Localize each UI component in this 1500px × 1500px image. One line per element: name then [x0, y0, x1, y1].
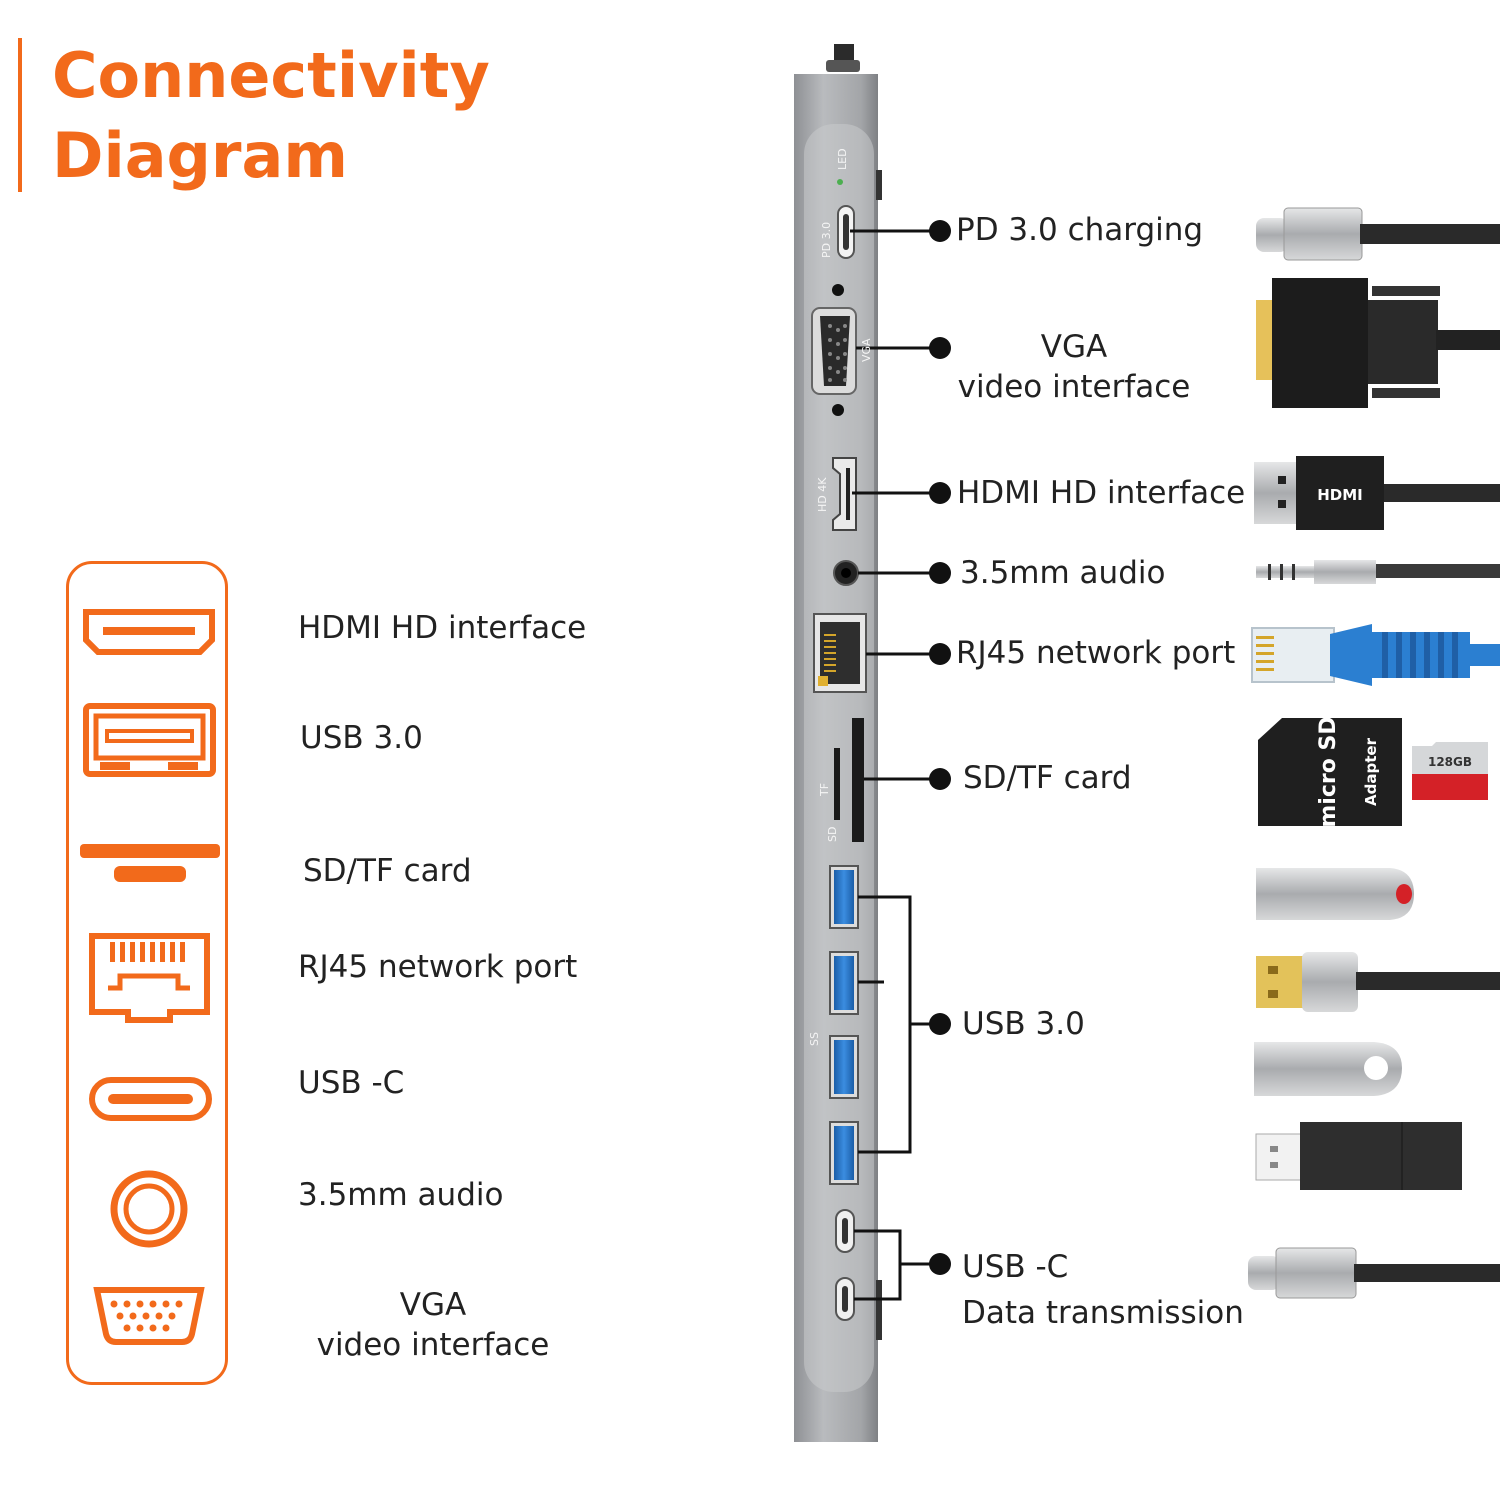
microsd-card-icon: 128GB	[1412, 742, 1488, 800]
usb-c-data-cable-icon	[1248, 1247, 1500, 1299]
hub-marking-tf: TF	[818, 782, 831, 796]
title-line-2: Diagram	[52, 119, 348, 192]
microsd-card-text: 128GB	[1428, 755, 1472, 769]
port-label-sdtf: SD/TF card	[963, 760, 1132, 796]
title-accent-bar	[18, 38, 22, 192]
legend-label-usbc: USB -C	[298, 1065, 405, 1101]
hub-marking-sd: SD	[826, 826, 839, 842]
legend-label-vga-line2: video interface	[316, 1327, 550, 1363]
audio-cable-icon	[1256, 560, 1500, 584]
page-title: Connectivity Diagram	[52, 36, 490, 196]
hdmi-cable-icon: HDMI	[1254, 456, 1500, 530]
port-label-audio: 3.5mm audio	[960, 555, 1166, 591]
sd-tf-card-icon	[80, 844, 220, 882]
port-label-hdmi: HDMI HD interface	[957, 475, 1246, 511]
hub-cable	[826, 44, 860, 72]
legend-label-vga: VGA video interface	[313, 1285, 553, 1365]
hub-marking-pd: PD 3.0	[820, 221, 833, 258]
port-label-usbc-line2: Data transmission	[962, 1295, 1244, 1331]
usb-c-icon	[89, 1077, 212, 1121]
title-line-1: Connectivity	[52, 39, 490, 112]
usb-a-icon	[83, 703, 216, 777]
rj45-icon	[89, 933, 210, 1023]
port-label-pd: PD 3.0 charging	[956, 212, 1204, 248]
usb3-port-3	[829, 1035, 859, 1099]
port-label-vga-line2: video interface	[957, 369, 1191, 405]
rj45-port	[813, 613, 867, 693]
hdmi-port	[832, 457, 857, 531]
usb3-port-2	[829, 951, 859, 1015]
legend-label-hdmi: HDMI HD interface	[298, 610, 587, 646]
port-label-usbc: USB -C Data transmission	[962, 1244, 1244, 1336]
microsd-adapter-text: micro SD	[1316, 716, 1341, 827]
microsd-adapter-icon: micro SD Adapter	[1258, 716, 1402, 828]
port-label-rj45: RJ45 network port	[956, 635, 1236, 671]
port-label-usbc-line1: USB -C	[962, 1249, 1069, 1285]
legend-label-rj45: RJ45 network port	[298, 949, 578, 985]
usb-a-cable-icon	[1256, 952, 1500, 1012]
rj45-cable-icon	[1251, 624, 1500, 686]
sd-tf-slots	[834, 718, 864, 842]
vga-icon	[93, 1287, 205, 1345]
port-label-vga: VGA video interface	[952, 327, 1196, 407]
usb-dongle-icon	[1255, 1122, 1462, 1190]
vga-cable-icon	[1256, 278, 1500, 408]
pd-usb-c-cable-icon	[1256, 207, 1500, 261]
vga-port	[811, 284, 857, 416]
legend-label-vga-line1: VGA	[399, 1287, 467, 1323]
legend-frame	[66, 561, 228, 1385]
hub-marking-hdmi: HD 4K	[816, 477, 829, 512]
usb-flash-drive-1-icon	[1256, 868, 1414, 920]
adapter-text: Adapter	[1362, 737, 1380, 806]
pd-usb-c-port	[837, 205, 855, 259]
usb3-port-1	[829, 865, 859, 929]
hub-marking-led: LED	[836, 148, 849, 170]
hdmi-plug-text: HDMI	[1317, 486, 1363, 504]
connector-dots	[929, 220, 951, 1275]
legend-label-sdtf: SD/TF card	[303, 853, 472, 889]
audio-port	[833, 560, 859, 586]
usb3-port-4	[829, 1121, 859, 1185]
usb-flash-drive-2-icon	[1254, 1042, 1402, 1096]
audio-jack-icon	[110, 1170, 188, 1248]
port-label-vga-line1: VGA	[1040, 329, 1108, 365]
hub-marking-ss: SS	[808, 1032, 821, 1046]
legend-label-audio: 3.5mm audio	[298, 1177, 504, 1213]
hdmi-icon	[83, 609, 215, 655]
usb3-ports	[829, 865, 859, 1185]
port-label-usb3: USB 3.0	[962, 1006, 1085, 1042]
hub-marking-vga: VGA	[860, 338, 873, 362]
led-indicator-icon	[837, 179, 843, 185]
legend-label-usb3: USB 3.0	[300, 720, 423, 756]
